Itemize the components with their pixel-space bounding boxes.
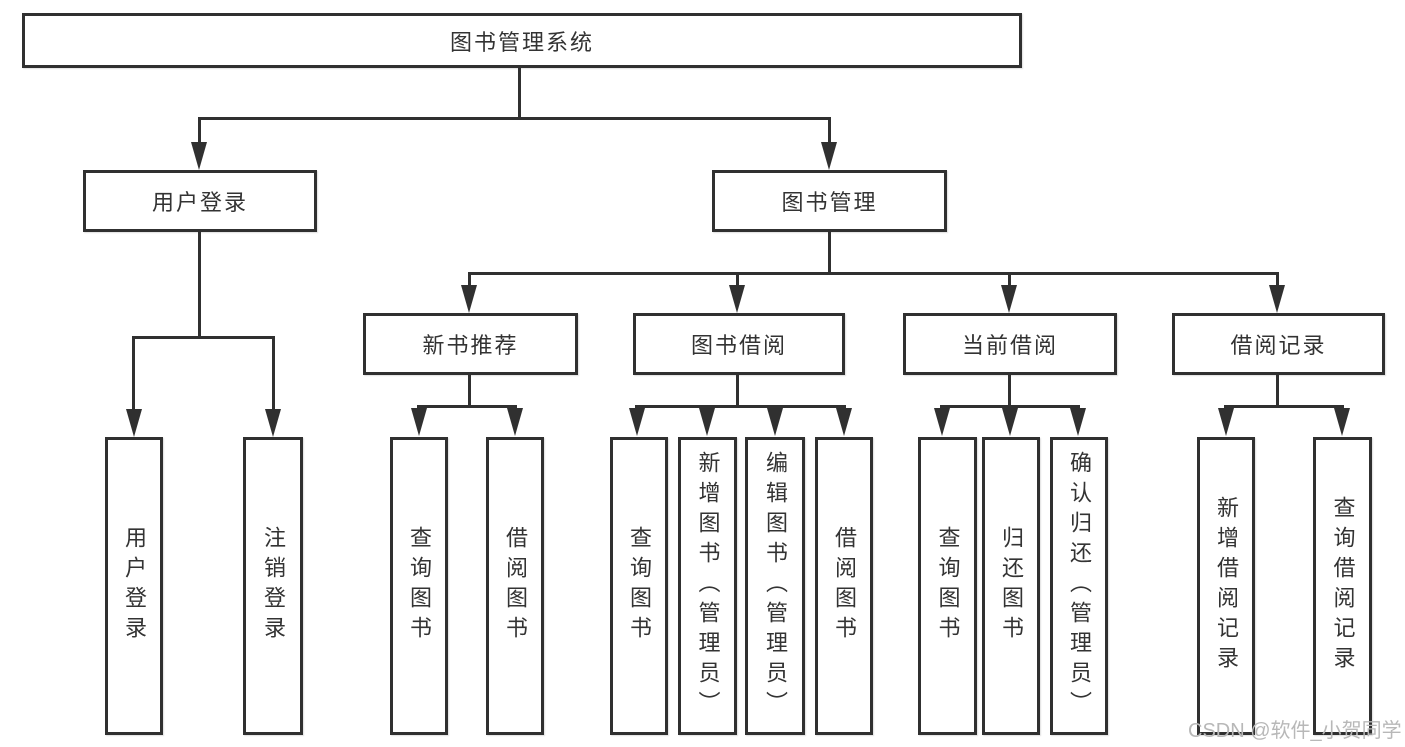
connector-book-borrow-stem xyxy=(736,375,739,408)
connector-book-borrow-leafbranch xyxy=(635,405,846,408)
connector-user-login-stub xyxy=(198,117,201,145)
connector-current-borrow-leafbranch xyxy=(940,405,1080,408)
leaf-nbr-borrow-books: 借阅图书 xyxy=(486,437,544,735)
arrowhead-icon xyxy=(507,408,523,436)
arrowhead-icon xyxy=(629,408,645,436)
leaf-cb-confirm-return-admin: 确认归还（管理员） xyxy=(1050,437,1108,735)
leaf-nbr-query-books: 查询图书 xyxy=(390,437,448,735)
leaf-cb-return-books: 归还图书 xyxy=(982,437,1040,735)
node-borrow-records-label: 借阅记录 xyxy=(1230,333,1327,358)
arrowhead-icon xyxy=(1001,285,1017,313)
leaf-nbr-borrow-books-label: 借阅图书 xyxy=(503,526,528,646)
arrowhead-icon xyxy=(461,285,477,313)
leaf-bb-edit-books-admin: 编辑图书（管理员） xyxy=(745,437,805,735)
leaf-bb-add-books-admin-label: 新增图书（管理员） xyxy=(695,451,721,721)
connector-borrow-records-stem xyxy=(1276,375,1279,408)
arrowhead-icon xyxy=(836,408,852,436)
connector-new-book-rec-stub xyxy=(468,272,471,288)
leaf-br-query-record-label: 查询借阅记录 xyxy=(1330,496,1356,676)
arrowhead-icon xyxy=(411,408,427,436)
node-new-book-rec: 新书推荐 xyxy=(363,313,578,375)
node-current-borrow-label: 当前借阅 xyxy=(961,333,1058,358)
leaf-bb-query-books: 查询图书 xyxy=(610,437,668,735)
leaf-bb-edit-books-admin-label: 编辑图书（管理员） xyxy=(763,451,788,721)
connector-borrow-records-stub xyxy=(1276,272,1279,288)
leaf-cb-return-books-label: 归还图书 xyxy=(999,526,1024,646)
arrowhead-icon xyxy=(1334,408,1350,436)
arrowhead-icon xyxy=(934,408,950,436)
leaf-br-add-record: 新增借阅记录 xyxy=(1197,437,1255,735)
connector-level3-branch xyxy=(468,272,1279,275)
connector-root-stem xyxy=(518,68,521,120)
connector-level2-branch xyxy=(198,117,831,120)
connector-borrow-records-leafbranch xyxy=(1224,405,1344,408)
leaf-cb-query-books: 查询图书 xyxy=(918,437,977,735)
connector-book-mgmt-stub xyxy=(828,117,831,145)
leaf-user-login-label: 用户登录 xyxy=(122,526,147,646)
arrowhead-icon xyxy=(699,408,715,436)
leaf-bb-query-books-label: 查询图书 xyxy=(627,526,652,646)
node-root: 图书管理系统 xyxy=(22,13,1022,68)
connector-current-borrow-stub xyxy=(1008,272,1011,288)
node-new-book-rec-label: 新书推荐 xyxy=(422,333,519,358)
arrowhead-icon xyxy=(1002,408,1018,436)
connector-user-login-stem xyxy=(198,232,201,339)
leaf-logout-label: 注销登录 xyxy=(261,526,286,646)
node-root-label: 图书管理系统 xyxy=(449,29,594,55)
arrowhead-icon xyxy=(1070,408,1086,436)
node-book-borrow-label: 图书借阅 xyxy=(690,333,787,358)
arrowhead-icon xyxy=(767,408,783,436)
arrowhead-icon xyxy=(821,142,837,170)
node-book-mgmt: 图书管理 xyxy=(712,170,947,232)
leaf-br-query-record: 查询借阅记录 xyxy=(1313,437,1372,735)
node-borrow-records: 借阅记录 xyxy=(1172,313,1385,375)
connector-new-book-rec-stem xyxy=(468,375,471,408)
leaf-nbr-query-books-label: 查询图书 xyxy=(407,526,432,646)
node-book-mgmt-label: 图书管理 xyxy=(781,190,878,215)
connector-ul-login-stub xyxy=(132,336,135,411)
connector-current-borrow-stem xyxy=(1008,375,1011,408)
arrowhead-icon xyxy=(191,142,207,170)
arrowhead-icon xyxy=(126,409,142,437)
node-current-borrow: 当前借阅 xyxy=(903,313,1117,375)
connector-book-mgmt-stem xyxy=(828,232,831,275)
csdn-watermark: CSDN @软件_小贺同学 xyxy=(1188,720,1402,742)
node-book-borrow: 图书借阅 xyxy=(633,313,845,375)
leaf-bb-add-books-admin: 新增图书（管理员） xyxy=(678,437,737,735)
leaf-bb-borrow-books-label: 借阅图书 xyxy=(832,526,857,646)
connector-book-borrow-stub xyxy=(736,272,739,288)
connector-new-book-rec-leafbranch xyxy=(417,405,517,408)
connector-user-login-branch xyxy=(132,336,275,339)
node-user-login: 用户登录 xyxy=(83,170,317,232)
arrowhead-icon xyxy=(265,409,281,437)
arrowhead-icon xyxy=(1269,285,1285,313)
leaf-br-add-record-label: 新增借阅记录 xyxy=(1214,496,1239,676)
leaf-bb-borrow-books: 借阅图书 xyxy=(815,437,873,735)
leaf-logout: 注销登录 xyxy=(243,437,303,735)
arrowhead-icon xyxy=(729,285,745,313)
arrowhead-icon xyxy=(1218,408,1234,436)
leaf-cb-query-books-label: 查询图书 xyxy=(935,526,961,646)
leaf-user-login: 用户登录 xyxy=(105,437,163,735)
node-user-login-label: 用户登录 xyxy=(151,190,248,215)
connector-ul-logout-stub xyxy=(272,336,275,411)
leaf-cb-confirm-return-admin-label: 确认归还（管理员） xyxy=(1067,451,1092,721)
